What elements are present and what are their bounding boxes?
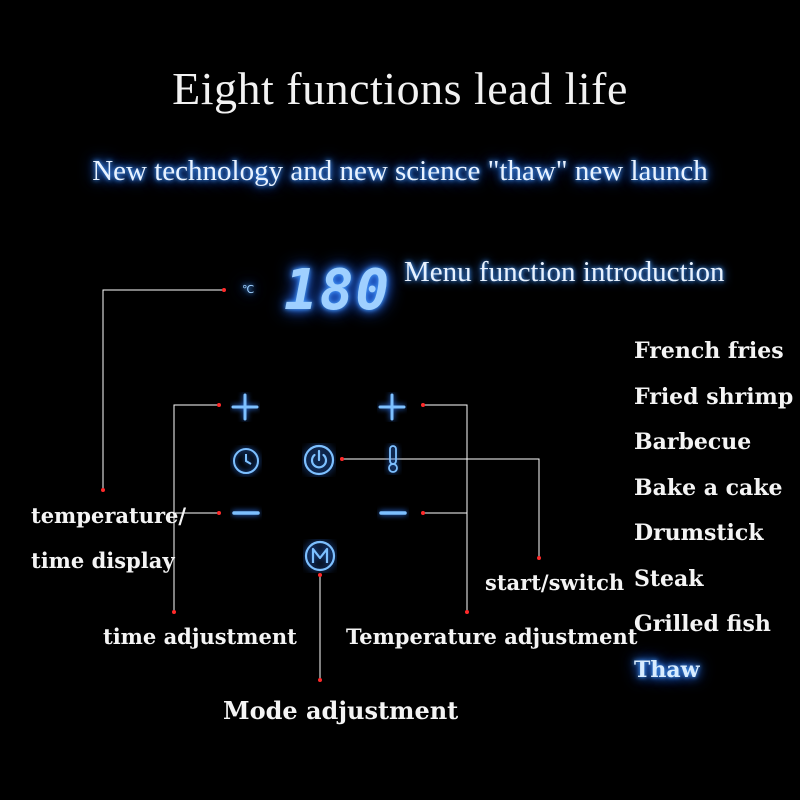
callout-dot — [421, 511, 425, 515]
label-temperature-adjustment: Temperature adjustment — [346, 624, 638, 649]
time-minus-button[interactable] — [230, 503, 262, 523]
menu-item: Steak — [634, 565, 704, 592]
callout-dot — [101, 488, 105, 492]
page-title: Eight functions lead life — [172, 63, 628, 114]
callout-dot — [222, 288, 226, 292]
callout-dot — [340, 457, 344, 461]
label-time-adjustment: time adjustment — [103, 624, 297, 649]
callout-dot — [318, 573, 322, 577]
menu-item: Bake a cake — [634, 474, 783, 501]
mode-button[interactable] — [303, 539, 337, 573]
temperature-display-value: 180 — [284, 258, 392, 323]
label-temperature-time-display-1: temperature/ — [31, 503, 187, 528]
thermometer-icon — [388, 445, 398, 473]
callout-dot — [421, 403, 425, 407]
callout-dot — [217, 511, 221, 515]
clock-icon — [233, 448, 259, 474]
callout-dot — [172, 610, 176, 614]
temperature-minus-button[interactable] — [377, 503, 409, 523]
callout-line-time — [173, 404, 219, 612]
menu-item: Fried shrimp — [634, 383, 794, 410]
label-start-switch: start/switch — [485, 570, 625, 595]
callout-line-power — [342, 458, 540, 558]
temperature-unit: ℃ — [242, 283, 255, 296]
menu-item: Drumstick — [634, 520, 764, 546]
callout-dot — [465, 610, 469, 614]
menu-item: Grilled fish — [634, 611, 771, 637]
label-mode-adjustment: Mode adjustment — [223, 696, 459, 725]
callout-line-temp — [423, 404, 468, 612]
label-temperature-time-display-2: time display — [31, 548, 175, 573]
callout-dot — [217, 403, 221, 407]
callout-line-display — [102, 289, 224, 490]
callout-dot — [537, 556, 541, 560]
time-plus-button[interactable] — [230, 392, 260, 422]
menu-item: French fries — [634, 338, 784, 364]
power-button[interactable] — [302, 443, 336, 477]
menu-function-title: Menu function introduction — [404, 256, 725, 288]
page-subtitle: New technology and new science "thaw" ne… — [92, 155, 708, 187]
menu-item: Barbecue — [634, 429, 752, 455]
temperature-plus-button[interactable] — [377, 392, 407, 422]
menu-item-active: Thaw — [634, 656, 700, 683]
menu-function-list: French fries Fried shrimp Barbecue Bake … — [634, 335, 793, 699]
callout-dot — [318, 678, 322, 682]
